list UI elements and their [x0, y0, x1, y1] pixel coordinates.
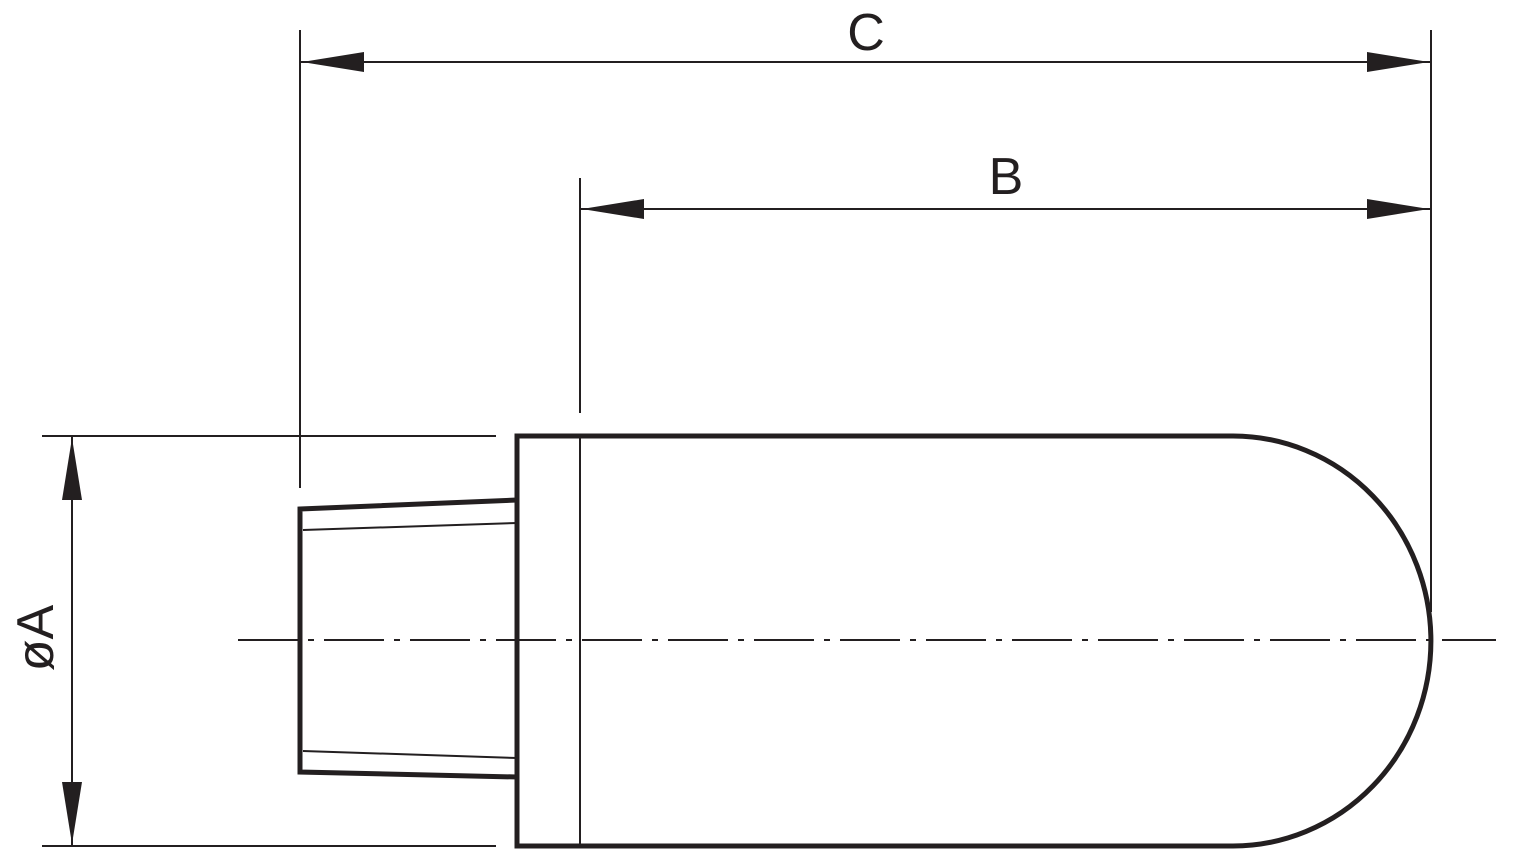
dimension-label-b: B — [989, 148, 1024, 206]
part-outline — [297, 433, 1434, 849]
thread-line-bottom — [302, 750, 518, 759]
arrowhead-a-bottom — [62, 782, 82, 844]
main-body — [514, 433, 1434, 849]
arrowhead-c-right — [1367, 52, 1429, 72]
dimension-a: øA — [7, 435, 496, 847]
dimension-label-c: C — [847, 4, 885, 62]
arrowhead-b-right — [1367, 199, 1429, 219]
dimension-b: B — [579, 148, 1431, 413]
dimension-label-a: øA — [7, 604, 65, 671]
arrowhead-a-top — [62, 438, 82, 500]
threaded-stem — [297, 497, 520, 780]
thread-line-top — [302, 522, 518, 531]
dimension-c: C — [299, 4, 1432, 612]
arrowhead-c-left — [302, 52, 364, 72]
arrowhead-b-left — [582, 199, 644, 219]
